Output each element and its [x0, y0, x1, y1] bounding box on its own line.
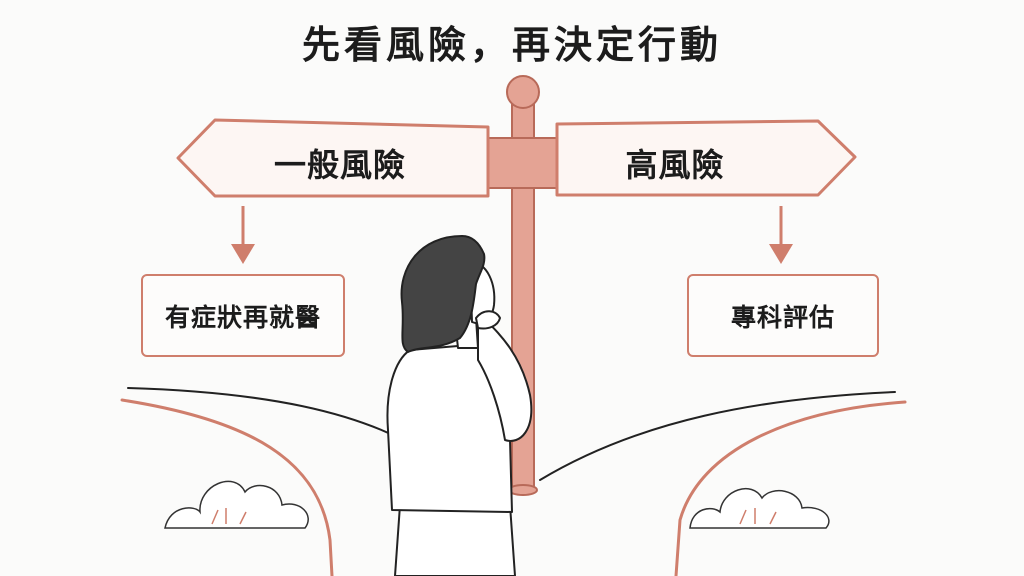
woman-figure-icon — [386, 235, 533, 576]
right-sign — [555, 119, 857, 197]
right-action-box: 專科評估 — [687, 274, 879, 357]
arrow-down-icon — [769, 206, 793, 264]
left-sign — [176, 118, 490, 198]
bush-icon — [689, 487, 830, 529]
left-sign-label: 一般風險 — [273, 146, 406, 184]
right-sign-label: 高風險 — [625, 146, 725, 184]
right-road — [539, 391, 907, 576]
left-road — [120, 387, 431, 576]
bush-icon — [164, 480, 309, 529]
page-title: 先看風險，再決定行動 — [301, 23, 722, 67]
arrow-down-icon — [231, 206, 255, 264]
left-action-box: 有症狀再就醫 — [141, 274, 345, 357]
